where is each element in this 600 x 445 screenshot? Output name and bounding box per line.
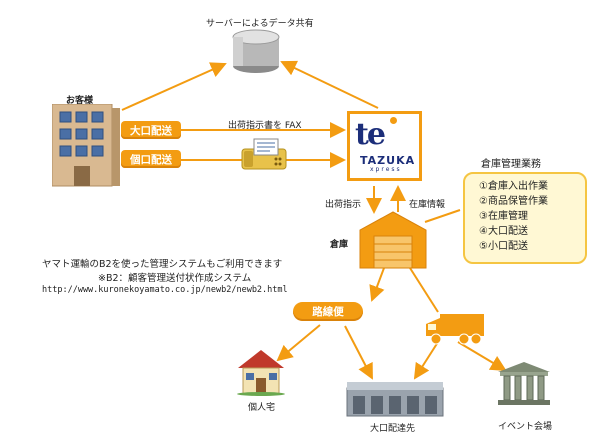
customer-label: お客様: [66, 96, 94, 106]
logo-sub: xpress: [370, 166, 402, 173]
route-delivery-badge: 路線便: [293, 302, 363, 321]
b2-definition: ※B2：顧客管理送付状作成システム: [98, 273, 252, 284]
server-database-icon: [232, 29, 280, 73]
stock-info-label: 在庫情報: [409, 200, 446, 210]
operation-item: ②商品保管作業: [479, 196, 548, 207]
logo-mark: te: [355, 117, 386, 152]
warehouse-icon: [359, 211, 427, 269]
b2-url-link[interactable]: http://www.kuronekoyamato.co.jp/newb2/ne…: [42, 285, 288, 295]
operation-item: ①倉庫入出作業: [479, 181, 548, 192]
truck-icon: [426, 314, 484, 345]
server-label: サーバーによるデータ共有: [206, 19, 314, 29]
bulk-destination-label: 大口配達先: [370, 424, 416, 434]
fax-label: 出荷指示書を FAX: [228, 121, 302, 131]
house-label: 個人宅: [248, 403, 276, 413]
tazuka-express-logo: te TAZUKA xpress: [347, 111, 422, 181]
operation-item: ⑤小口配送: [479, 241, 528, 252]
event-venue-label: イベント会場: [498, 422, 553, 432]
logo-dot: [390, 117, 397, 124]
ship-instruction-label: 出荷指示: [325, 200, 362, 210]
house-icon: [237, 350, 285, 396]
office-building-icon: [52, 104, 120, 187]
individual-delivery-button[interactable]: 個口配送: [121, 150, 181, 168]
operation-item: ③在庫管理: [479, 211, 528, 222]
operation-item: ④大口配送: [479, 226, 528, 237]
b2-system-note: ヤマト運輸のB2を使った管理システムもご利用できます: [42, 259, 283, 270]
event-hall-icon: [498, 362, 550, 405]
warehouse-label: 倉庫: [330, 240, 349, 250]
logo-name: TAZUKA: [360, 154, 416, 167]
bulk-delivery-button[interactable]: 大口配送: [121, 121, 181, 139]
fax-machine-icon: [241, 138, 287, 170]
operations-title: 倉庫管理業務: [481, 159, 541, 170]
factory-building-icon: [346, 382, 444, 417]
operations-list: ①倉庫入出作業 ②商品保管作業 ③在庫管理 ④大口配送 ⑤小口配送: [463, 172, 587, 264]
